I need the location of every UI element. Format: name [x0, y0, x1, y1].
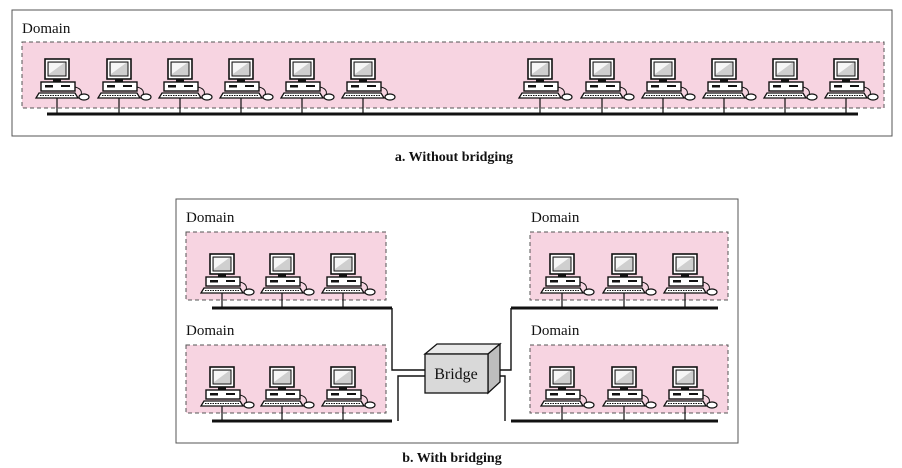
desktop-computer-icon [260, 366, 315, 421]
desktop-computer-icon [158, 58, 213, 114]
desktop-computer-icon [580, 58, 635, 114]
figure-a: Domain a. Without bridging [11, 9, 893, 165]
domain-label-bottom-left: Domain [186, 323, 235, 339]
desktop-computer-icon [200, 253, 255, 308]
desktop-computer-icon [341, 58, 396, 114]
desktop-computer-icon [260, 253, 315, 308]
desktop-computer-icon [200, 366, 255, 421]
desktop-computer-icon [602, 253, 657, 308]
figure-b: Domain Domain Domain Domain Bridge b. Wi… [175, 198, 739, 466]
desktop-computer-icon [702, 58, 757, 114]
desktop-computer-icon [321, 253, 376, 308]
desktop-computer-icon [321, 366, 376, 421]
desktop-computer-icon [280, 58, 335, 114]
desktop-computer-icon [641, 58, 696, 114]
desktop-computer-icon [663, 366, 718, 421]
desktop-computer-icon [219, 58, 274, 114]
desktop-computer-icon [518, 58, 573, 114]
desktop-computer-icon [35, 58, 90, 114]
domain-label-top-left: Domain [186, 210, 235, 226]
computers-b [200, 253, 718, 421]
desktop-computer-icon [824, 58, 879, 114]
desktop-computer-icon [663, 253, 718, 308]
bridge-label: Bridge [434, 366, 478, 383]
figure-a-domain-label: Domain [22, 21, 71, 37]
desktop-computer-icon [602, 366, 657, 421]
computers-a [35, 58, 879, 114]
caption-a: a. Without bridging [395, 150, 513, 165]
desktop-computer-icon [540, 253, 595, 308]
desktop-computer-icon [97, 58, 152, 114]
bridge-box-icon [423, 342, 502, 395]
desktop-computer-icon [763, 58, 818, 114]
desktop-computer-icon [540, 366, 595, 421]
domain-label-bottom-right: Domain [531, 323, 580, 339]
domain-label-top-right: Domain [531, 210, 580, 226]
caption-b: b. With bridging [402, 451, 501, 466]
